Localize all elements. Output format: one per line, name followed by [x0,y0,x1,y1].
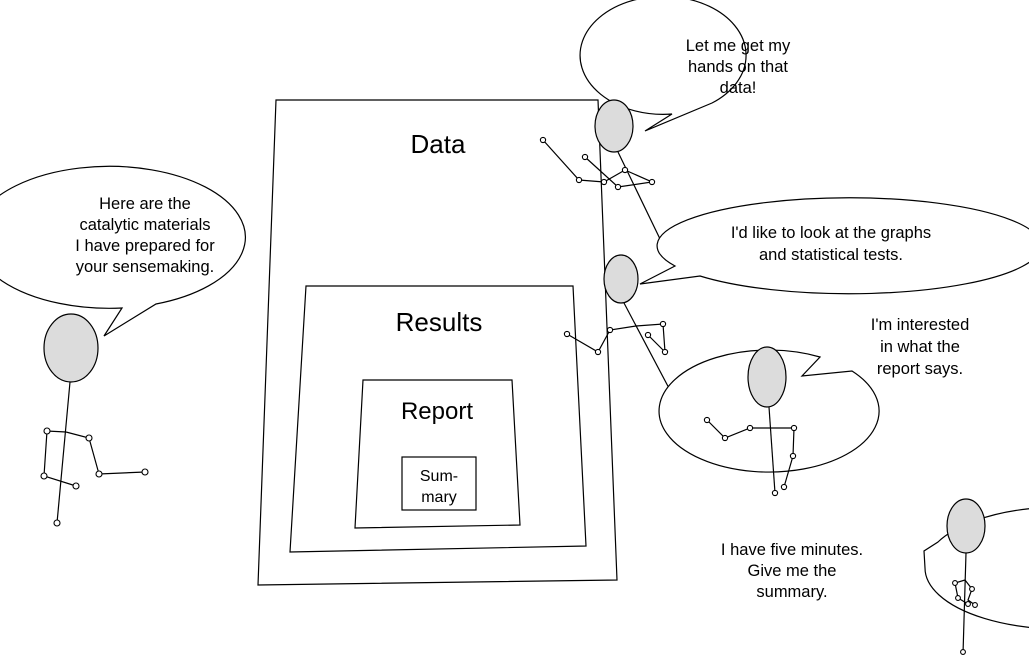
data-seeker-speech-line3: data! [720,79,757,97]
results-seeker-joint [644,331,652,339]
data-seeker-head [594,99,634,153]
data-seeker-arm-left [542,139,626,183]
report-reader-speech-line2: in what the [880,338,960,356]
data-seeker-body [617,151,662,242]
summary-reader-arm-right [964,579,976,606]
data-seeker-joint [614,183,622,191]
presenter-joint [95,470,103,478]
results-seeker-joint [659,320,667,328]
data-seeker-joint [648,178,656,186]
results-seeker-joint [661,348,669,356]
report-reader-head [747,346,787,408]
report-reader-joint [771,489,779,497]
report-reader-speech-line3: report says. [877,360,963,378]
report-reader-joint [703,416,711,424]
results-seeker-speech-line1: I'd like to look at the graphs [731,224,931,242]
results-seeker-head [603,254,639,304]
data-seeker-joint [581,153,589,161]
presenter-joint [141,468,149,476]
summary-reader-figure: I have five minutes. Give me the summary… [721,498,1029,655]
report-reader-arm-left [706,419,771,439]
data-seeker-joint [621,166,629,174]
report-reader-joint [746,424,754,432]
presenter-speech-line1: Here are the [99,195,191,213]
report-reader-speech-line1: I'm interested [871,316,970,334]
summary-label-line1: Sum- [420,468,458,485]
presenter-body [56,381,71,524]
report-reader-joint [721,434,729,442]
presenter-speech-line3: I have prepared for [75,237,215,255]
summary-reader-speech-line1: I have five minutes. [721,541,863,559]
presenter-speech-line4: your sensemaking. [76,258,215,276]
summary-reader-speech-line3: summary. [756,583,827,601]
data-seeker-figure: Let me get my hands on that data! [539,0,791,242]
summary-frame [401,456,477,511]
summary-reader-head [946,498,986,554]
results-seeker-speech-line2: and statistical tests. [759,246,903,264]
summary-reader-joint [960,649,966,655]
data-seeker-arm-right [584,156,655,188]
results-seeker-joint [606,326,614,334]
data-seeker-joint [600,178,608,186]
results-seeker-figure: I'd like to look at the graphs and stati… [563,197,1029,393]
summary-reader-joint [969,586,975,592]
report-reader-joint [790,424,798,432]
summary-reader-joint [965,601,971,607]
results-seeker-arm-right [635,323,666,354]
summary-reader-joint [972,602,978,608]
summary-label-line2: mary [421,489,457,506]
report-reader-figure: I'm interested in what the report says. [658,316,970,497]
presenter-joint [53,519,61,527]
presenter-figure: Here are the catalytic materials I have … [0,165,246,527]
report-label: Report [401,398,473,425]
presenter-arm-right [65,431,146,475]
data-label: Data [411,129,466,159]
report-reader-joint [780,483,788,491]
summary-reader-joint [952,580,958,586]
summary-reader-speech-line2: Give me the [748,562,837,580]
results-label: Results [396,307,483,337]
results-seeker-speech-bubble [639,197,1029,295]
report-reader-joint [789,452,797,460]
results-seeker-arm-left [566,325,637,353]
data-seeker-joint [539,136,547,144]
presenter-joint [72,482,80,490]
presenter-arm-left [43,430,77,487]
data-seeker-speech-line1: Let me get my [686,37,791,55]
summary-reader-joint [955,595,961,601]
presenter-head [43,313,99,383]
presenter-speech-bubble [0,165,246,337]
presenter-joint [85,434,93,442]
summary-reader-arm-left [954,579,969,605]
presenter-joint [40,472,48,480]
report-reader-arm-right [771,427,795,488]
results-seeker-joint [563,330,571,338]
results-seeker-joint [594,348,602,356]
results-seeker-body [623,302,672,393]
summary-reader-body [962,552,967,655]
data-seeker-speech-line2: hands on that [688,58,788,76]
report-reader-body [768,406,776,494]
presenter-joint [43,427,51,435]
report-frame [354,379,521,529]
presenter-speech-line2: catalytic materials [79,216,210,234]
data-seeker-joint [575,176,583,184]
